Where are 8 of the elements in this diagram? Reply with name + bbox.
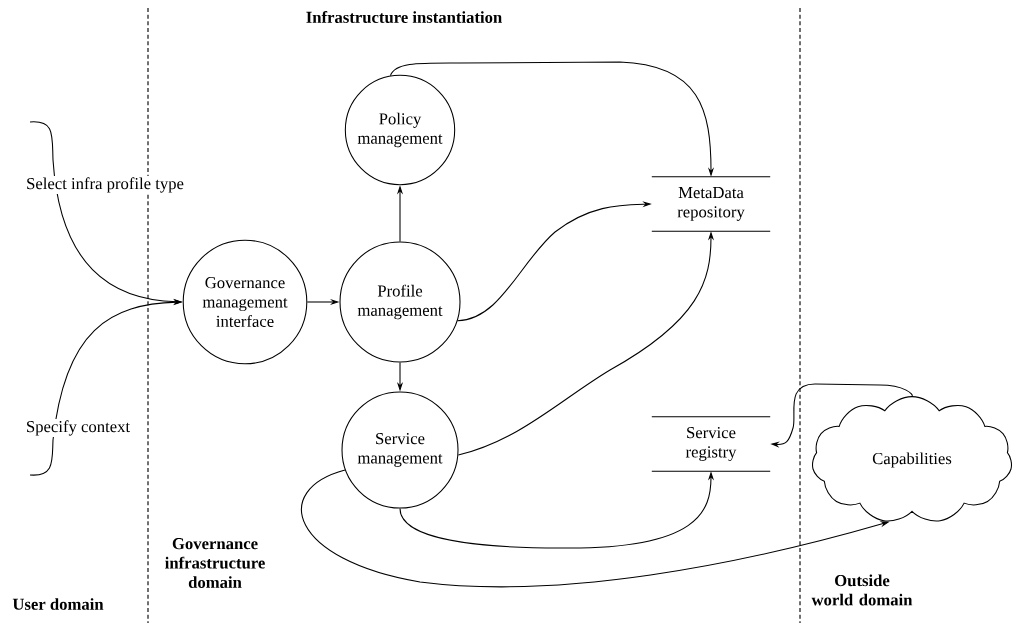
data-store: MetaData repository [651,176,771,232]
domain-label: User domain [12,598,104,610]
domain-label: Outside world domain [811,574,913,606]
edge-label: Select infra profile type [24,176,186,194]
data-store: Service registry [651,416,771,472]
domain-label: Governance infrastructure domain [165,538,265,588]
edge-label: Specify context [24,419,132,437]
domain-label: Infrastructure instantiation [306,11,502,23]
